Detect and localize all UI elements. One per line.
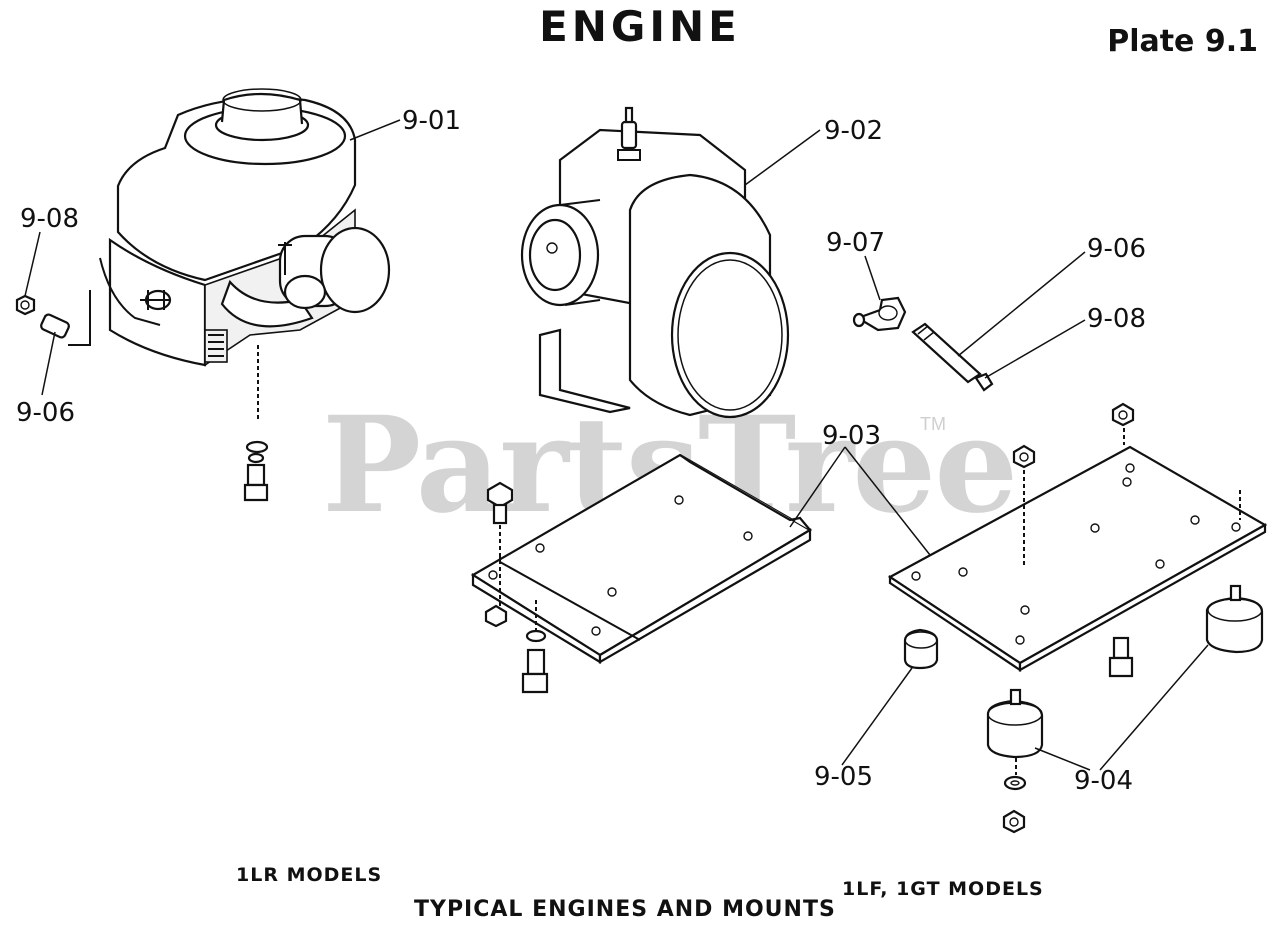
callout-9-04: 9-04 [1074,766,1134,796]
caption-1lr-models: 1LR MODELS [236,864,383,886]
watermark-trademark: TM [920,414,946,434]
callout-9-08-right: 9-08 [1087,304,1147,334]
callout-9-06-left: 9-06 [16,398,76,428]
engine-horizontal-9-02 [520,106,790,419]
callout-9-07: 9-07 [826,228,886,258]
leader-lines [24,119,1209,771]
callout-9-03: 9-03 [822,421,882,451]
callout-9-08-left: 9-08 [20,204,80,234]
caption-1lf-1gt-models: 1LF, 1GT MODELS [842,878,1044,900]
mount-plate-9-03-right [887,402,1268,834]
callout-9-01: 9-01 [402,106,462,136]
callout-9-05: 9-05 [814,762,874,792]
plate-number: Plate 9.1 [1107,24,1258,59]
engine-vertical-9-01 [15,88,391,502]
page-title: ENGINE [539,2,741,51]
mount-plate-9-03-center [470,453,813,694]
caption-typical-engines: TYPICAL ENGINES AND MOUNTS [414,897,836,922]
callout-9-02: 9-02 [824,116,884,146]
callout-9-06-right: 9-06 [1087,234,1147,264]
drain-fittings-right [852,296,994,392]
